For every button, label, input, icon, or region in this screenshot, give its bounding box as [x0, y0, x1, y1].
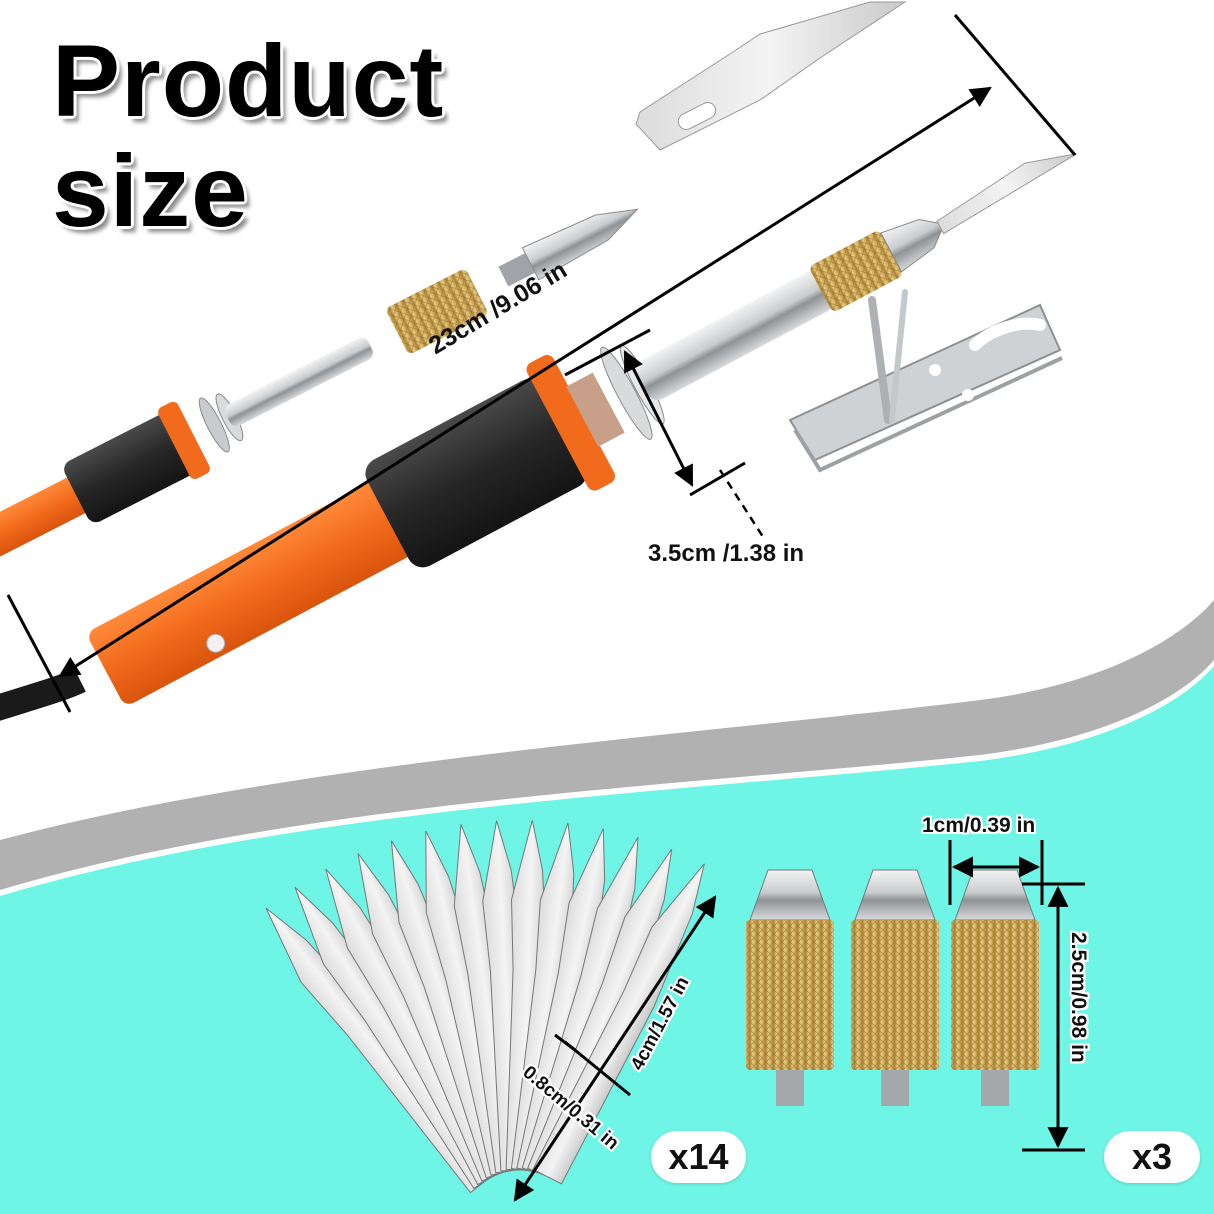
tip-dimensions — [948, 840, 1085, 1152]
pen-stand — [788, 289, 1063, 473]
loose-blade-top — [635, 1, 907, 151]
page-title-line2: size — [52, 134, 249, 248]
grip-diameter-dimension — [564, 328, 767, 541]
pen-length-dimension — [6, 14, 1077, 713]
page-title-line1: Product — [52, 24, 445, 138]
tip-width-label: 1cm/0.39 in — [922, 814, 1036, 837]
grip-diameter-label: 3.5cm /1.38 in — [648, 540, 805, 567]
blade-quantity: x14 — [668, 1136, 729, 1177]
tip-length-label: 2.5cm/0.98 in — [1067, 932, 1090, 1063]
blade-dimensions — [513, 895, 717, 1202]
tip-set — [746, 869, 1039, 1106]
tip-quantity-badge: x3 — [1104, 1131, 1200, 1183]
blade-quantity-badge: x14 — [651, 1131, 746, 1183]
tip-quantity: x3 — [1131, 1136, 1173, 1177]
